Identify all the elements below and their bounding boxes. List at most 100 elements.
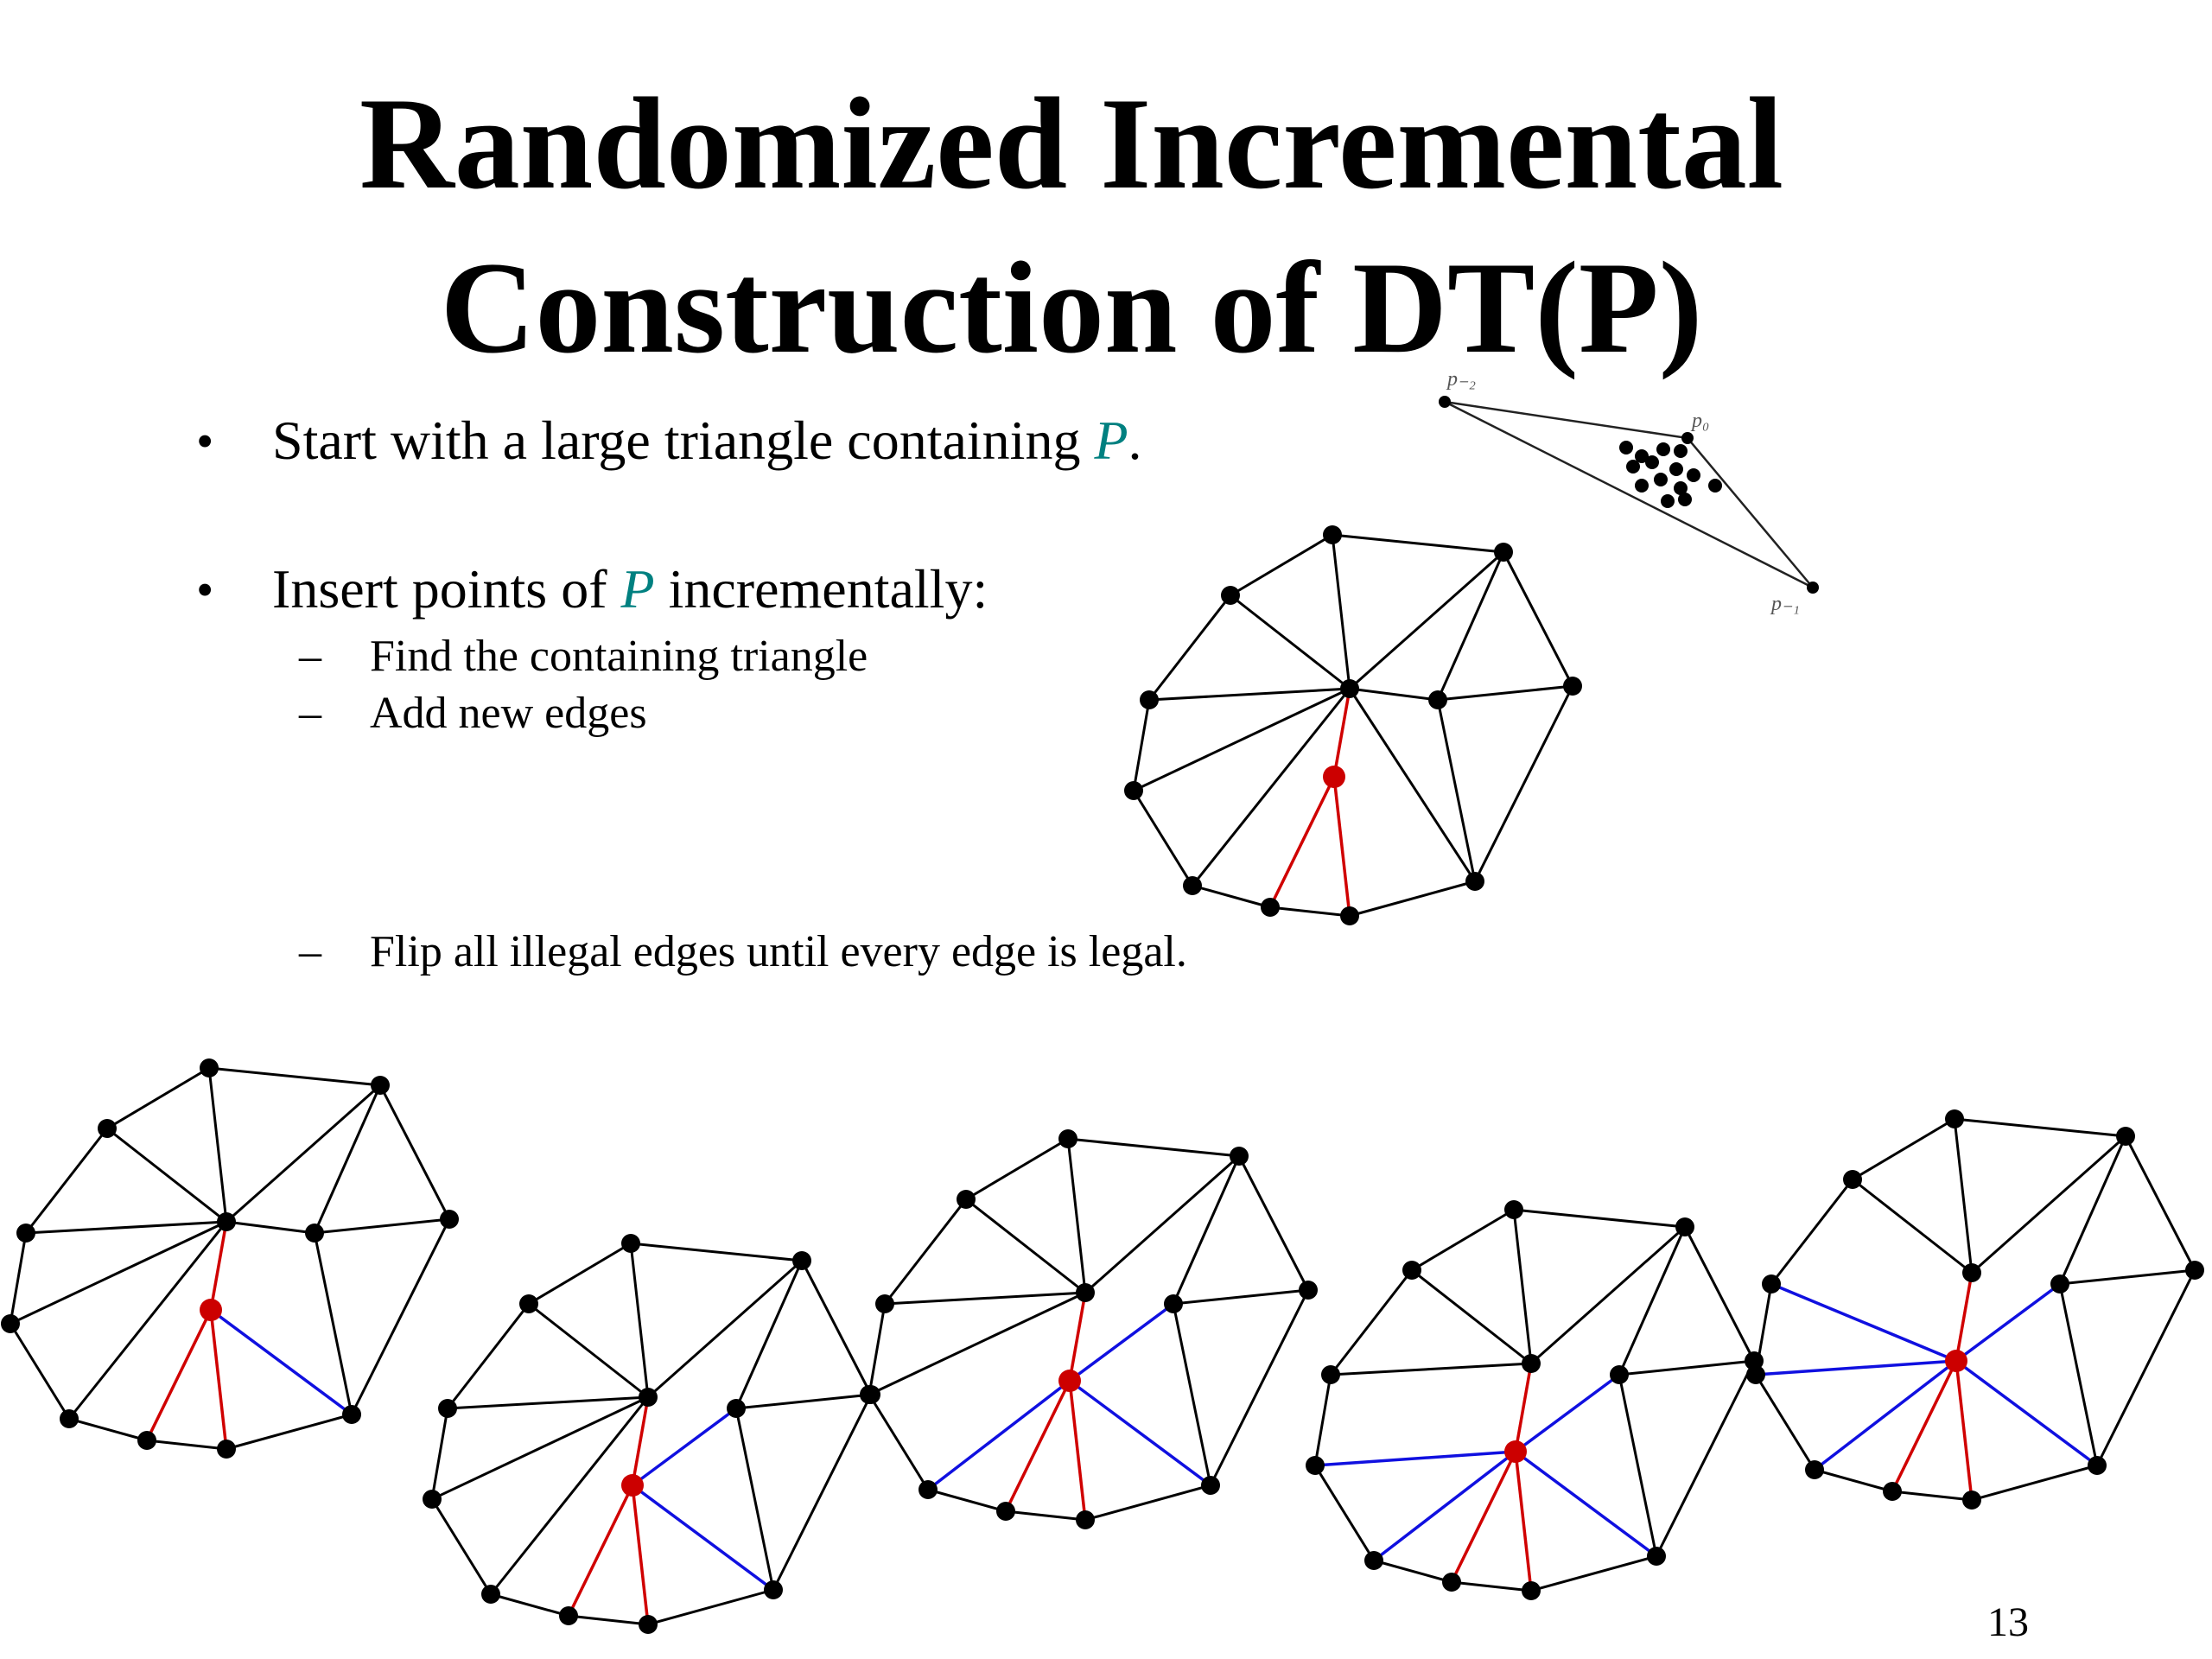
flipped-edge: [1955, 1282, 2062, 1363]
mesh-vertex: [2185, 1261, 2204, 1280]
mesh-vertex: [1522, 1581, 1541, 1600]
mesh-vertex: [764, 1580, 783, 1599]
bullet-marker: •: [196, 562, 214, 618]
mesh-edge: [1133, 687, 1351, 792]
new-edge: [1514, 1451, 1533, 1592]
flipped-edge: [1372, 1450, 1517, 1562]
mesh-vertex: [1805, 1460, 1824, 1479]
mesh-edge: [446, 1303, 531, 1409]
mesh-edge: [1814, 1468, 1893, 1493]
mesh-edge: [630, 1242, 803, 1262]
new-edge: [1068, 1292, 1087, 1382]
mesh-edge: [1349, 550, 1504, 690]
mesh-edge: [1172, 1155, 1241, 1305]
mesh-vertex: [621, 1234, 640, 1253]
new-edge: [209, 1221, 228, 1311]
mesh-vertex: [792, 1251, 811, 1270]
mesh-vertex: [639, 1388, 658, 1407]
mesh-vertex: [1299, 1281, 1318, 1300]
mesh-edge: [1084, 1154, 1240, 1294]
mesh-edge: [1269, 906, 1351, 918]
mesh-edge: [1411, 1268, 1532, 1365]
mesh-vertex: [1164, 1294, 1183, 1313]
mesh-edge: [207, 1067, 228, 1223]
new-edge: [631, 1396, 650, 1486]
mesh-edge: [965, 1137, 1069, 1201]
subitem-marker: –: [299, 927, 321, 976]
mesh-edge: [1192, 884, 1271, 909]
mesh-vertex: [1563, 677, 1582, 696]
mesh-vertex: [60, 1409, 79, 1428]
mesh-edge: [1451, 1580, 1532, 1592]
label-p-minus-1: p₋₁: [1770, 593, 1800, 615]
slide-title-line-1: Randomized Incremental: [359, 71, 1783, 216]
mesh-edge: [1852, 1178, 1973, 1274]
mesh-edge: [965, 1198, 1086, 1294]
bullet-marker: •: [196, 413, 214, 469]
mesh-vertex: [1124, 781, 1143, 800]
subitem-marker: –: [299, 632, 321, 681]
mesh-edge: [1313, 1465, 1376, 1561]
mesh-vertex: [1647, 1547, 1666, 1566]
mesh-edge: [447, 1395, 649, 1410]
inserted-point: [621, 1474, 644, 1497]
subitem-text: Add new edges: [370, 689, 647, 738]
mesh-vertex: [1058, 1129, 1077, 1148]
flipped-edge: [926, 1379, 1071, 1491]
bounding-triangle-figure: p₋₂ p₀ p₋₁: [1439, 368, 1819, 615]
flipped-edge: [1770, 1282, 1957, 1363]
mesh-vertex: [1465, 872, 1484, 891]
label-p0: p₀: [1690, 410, 1709, 432]
inserted-point: [1945, 1350, 1967, 1372]
mesh-edge: [1313, 1374, 1332, 1466]
new-edge: [1891, 1360, 1958, 1492]
mesh-edge: [734, 1260, 804, 1409]
mesh-vertex: [305, 1224, 324, 1243]
flipped-edge: [1068, 1302, 1175, 1382]
mesh-vertex: [2116, 1127, 2135, 1146]
mesh-edge: [1655, 1360, 1756, 1557]
triangulation-mesh-4: [860, 1129, 1318, 1529]
mesh-edge: [734, 1408, 775, 1591]
mesh-vertex: [860, 1385, 879, 1404]
bullet-text-post: .: [1128, 410, 1142, 471]
mesh-edge: [1530, 1554, 1657, 1592]
mesh-vertex: [2050, 1274, 2069, 1294]
mesh-edge: [868, 1394, 930, 1491]
mesh-edge: [800, 1260, 873, 1395]
mesh-vertex: [481, 1585, 500, 1604]
mesh-vertex: [1442, 1573, 1461, 1592]
flipped-edge: [1955, 1359, 2099, 1467]
cluster-point: [1654, 473, 1668, 486]
mesh-edge: [647, 1259, 803, 1399]
triangulation-mesh-3: [423, 1234, 880, 1634]
mesh-vertex: [1843, 1170, 1862, 1189]
mesh-edge: [1173, 1288, 1309, 1306]
point-set-cluster: [1619, 441, 1722, 508]
bullet-start-triangle: • Start with a large triangle containing…: [196, 410, 1142, 471]
mesh-edge: [1132, 790, 1194, 887]
mesh-edge: [489, 1396, 650, 1595]
mesh-edge: [430, 1498, 493, 1595]
subitem-text: Flip all illegal edges until every edge …: [370, 927, 1187, 976]
mesh-edge: [1349, 880, 1476, 918]
inserted-point: [200, 1299, 222, 1321]
cluster-point: [1635, 449, 1649, 463]
flipped-edge: [1314, 1450, 1516, 1467]
mesh-edge: [226, 1220, 315, 1235]
mesh-edge: [2124, 1135, 2196, 1271]
mesh-vertex: [1, 1314, 20, 1333]
mesh-vertex: [1494, 543, 1513, 562]
new-edge: [1955, 1360, 1974, 1501]
mesh-edge: [629, 1243, 650, 1398]
mesh-vertex: [438, 1399, 457, 1418]
mesh-edge: [1436, 551, 1505, 701]
inserted-point: [1058, 1370, 1081, 1392]
mesh-edge: [430, 1408, 449, 1500]
flipped-edge: [209, 1308, 353, 1416]
mesh-edge: [528, 1242, 632, 1306]
label-p-minus-2: p₋₂: [1446, 368, 1476, 391]
mesh-vertex: [217, 1440, 236, 1459]
new-edge: [1004, 1380, 1071, 1512]
mesh-vertex: [16, 1224, 35, 1243]
